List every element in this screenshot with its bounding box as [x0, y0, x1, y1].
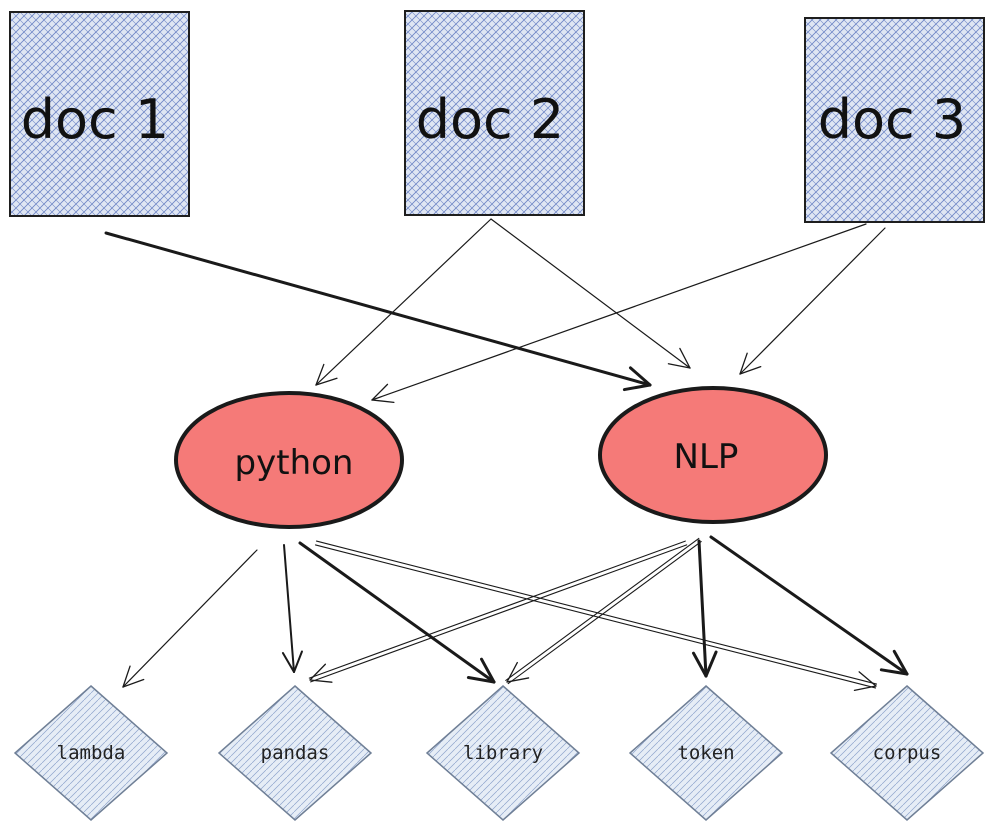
doc-label: doc 2 — [416, 88, 565, 151]
topic-node-python[interactable]: python — [174, 391, 404, 529]
arrowhead — [739, 352, 748, 375]
edge-line — [371, 223, 867, 401]
arrowhead — [853, 685, 877, 691]
edges — [104, 218, 909, 691]
edge-python-to-library — [298, 541, 496, 684]
arrowhead — [679, 347, 691, 369]
arrowhead — [122, 665, 131, 688]
arrowhead — [371, 383, 389, 401]
doc-node-3[interactable]: doc 3 — [804, 17, 985, 223]
edge-nlp-to-pandas — [308, 540, 688, 683]
term-label: pandas — [261, 742, 330, 764]
doc-node-2[interactable]: doc 2 — [404, 10, 585, 216]
term-node-library[interactable]: library — [425, 685, 581, 821]
edge-doc1-to-nlp — [104, 231, 652, 392]
doc-label: doc 1 — [21, 88, 170, 151]
edge-line — [310, 544, 688, 683]
doc-label: doc 3 — [818, 88, 967, 151]
arrowhead — [667, 363, 691, 369]
edge-python-to-lambda — [122, 549, 258, 688]
term-node-token[interactable]: token — [628, 685, 784, 821]
arrowhead — [622, 383, 652, 392]
term-label: corpus — [873, 742, 942, 764]
arrowhead — [704, 650, 718, 678]
edge-nlp-to-corpus — [709, 535, 909, 676]
edge-line — [505, 537, 700, 681]
edge-line — [104, 231, 652, 387]
edge-python-to-pandas — [281, 544, 303, 673]
arrowhead — [879, 668, 909, 676]
arrowhead — [309, 679, 333, 683]
arrowhead — [739, 366, 762, 375]
term-label: token — [677, 742, 734, 764]
term-label: lambda — [57, 742, 126, 764]
edge-nlp-to-token — [692, 539, 718, 678]
doc-node-1[interactable]: doc 1 — [9, 11, 190, 217]
arrowhead — [309, 663, 327, 681]
arrowhead — [480, 657, 496, 684]
edge-doc3-to-nlp — [739, 227, 886, 375]
term-node-lambda[interactable]: lambda — [13, 685, 169, 821]
edge-line — [308, 540, 686, 679]
edge-line — [709, 535, 909, 676]
edge-doc3-to-python — [371, 223, 867, 403]
edge-line — [490, 218, 691, 369]
arrowhead — [506, 677, 530, 683]
arrowhead — [628, 366, 652, 387]
edge-nlp-to-library — [505, 537, 702, 685]
arrowhead — [315, 377, 338, 386]
arrowhead — [371, 399, 395, 403]
arrowhead — [692, 651, 708, 678]
edge-python-to-corpus — [314, 540, 878, 691]
term-node-pandas[interactable]: pandas — [217, 685, 373, 821]
edge-line — [697, 539, 708, 678]
edge-line — [298, 541, 496, 684]
arrowhead — [506, 661, 518, 683]
edge-line — [739, 227, 886, 375]
arrowhead — [122, 678, 145, 688]
edge-line — [315, 218, 492, 386]
term-label: library — [463, 742, 543, 764]
term-node-corpus[interactable]: corpus — [829, 685, 985, 821]
edge-line — [315, 540, 878, 685]
arrowhead — [315, 363, 325, 386]
arrowhead — [293, 650, 303, 673]
edge-doc2-to-nlp — [490, 218, 691, 369]
topic-node-nlp[interactable]: NLP — [598, 386, 828, 524]
topic-label: python — [235, 443, 354, 483]
topic-label: NLP — [674, 437, 739, 477]
arrowhead — [466, 676, 496, 684]
arrowhead — [892, 649, 909, 676]
arrowhead — [858, 671, 877, 687]
arrowhead — [281, 651, 295, 673]
edge-line — [507, 541, 702, 685]
edge-line — [122, 549, 258, 688]
edge-line — [314, 544, 877, 689]
edge-doc2-to-python — [315, 218, 492, 386]
edge-line — [283, 544, 295, 673]
